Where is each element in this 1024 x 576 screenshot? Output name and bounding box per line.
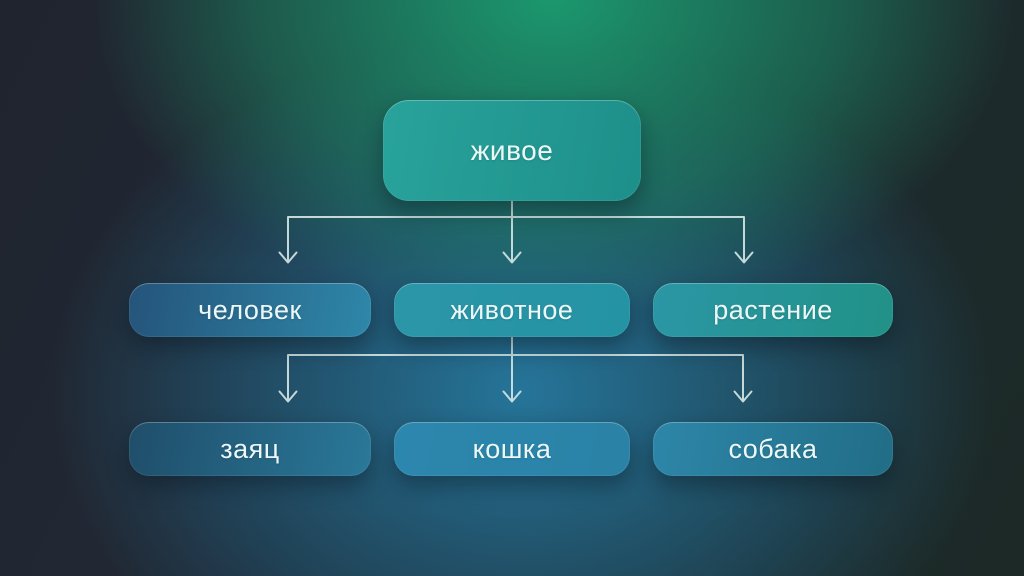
node-dog: собака xyxy=(653,422,893,476)
node-cat: кошка xyxy=(394,422,630,476)
arrowhead-down-icon xyxy=(502,251,522,264)
node-root-label: живое xyxy=(470,134,554,166)
node-human: человек xyxy=(129,283,371,337)
edge-animal-to-level3 xyxy=(278,336,753,403)
arrowhead-down-icon xyxy=(733,390,753,403)
arrowhead-down-icon xyxy=(278,251,298,264)
node-animal-label: животное xyxy=(450,294,574,325)
arrowhead-down-icon xyxy=(734,251,754,264)
node-plant: растение xyxy=(653,283,893,337)
node-cat-label: кошка xyxy=(472,433,552,464)
arrowhead-down-icon xyxy=(502,390,522,403)
arrowhead-down-icon xyxy=(278,390,298,403)
node-human-label: человек xyxy=(198,294,302,325)
node-hare: заяц xyxy=(129,422,371,476)
node-animal: животное xyxy=(394,283,630,337)
node-plant-label: растение xyxy=(713,294,833,325)
edge-root-to-level2 xyxy=(278,200,754,264)
node-dog-label: собака xyxy=(728,433,818,464)
node-root: живое xyxy=(383,100,641,201)
node-hare-label: заяц xyxy=(220,433,280,464)
